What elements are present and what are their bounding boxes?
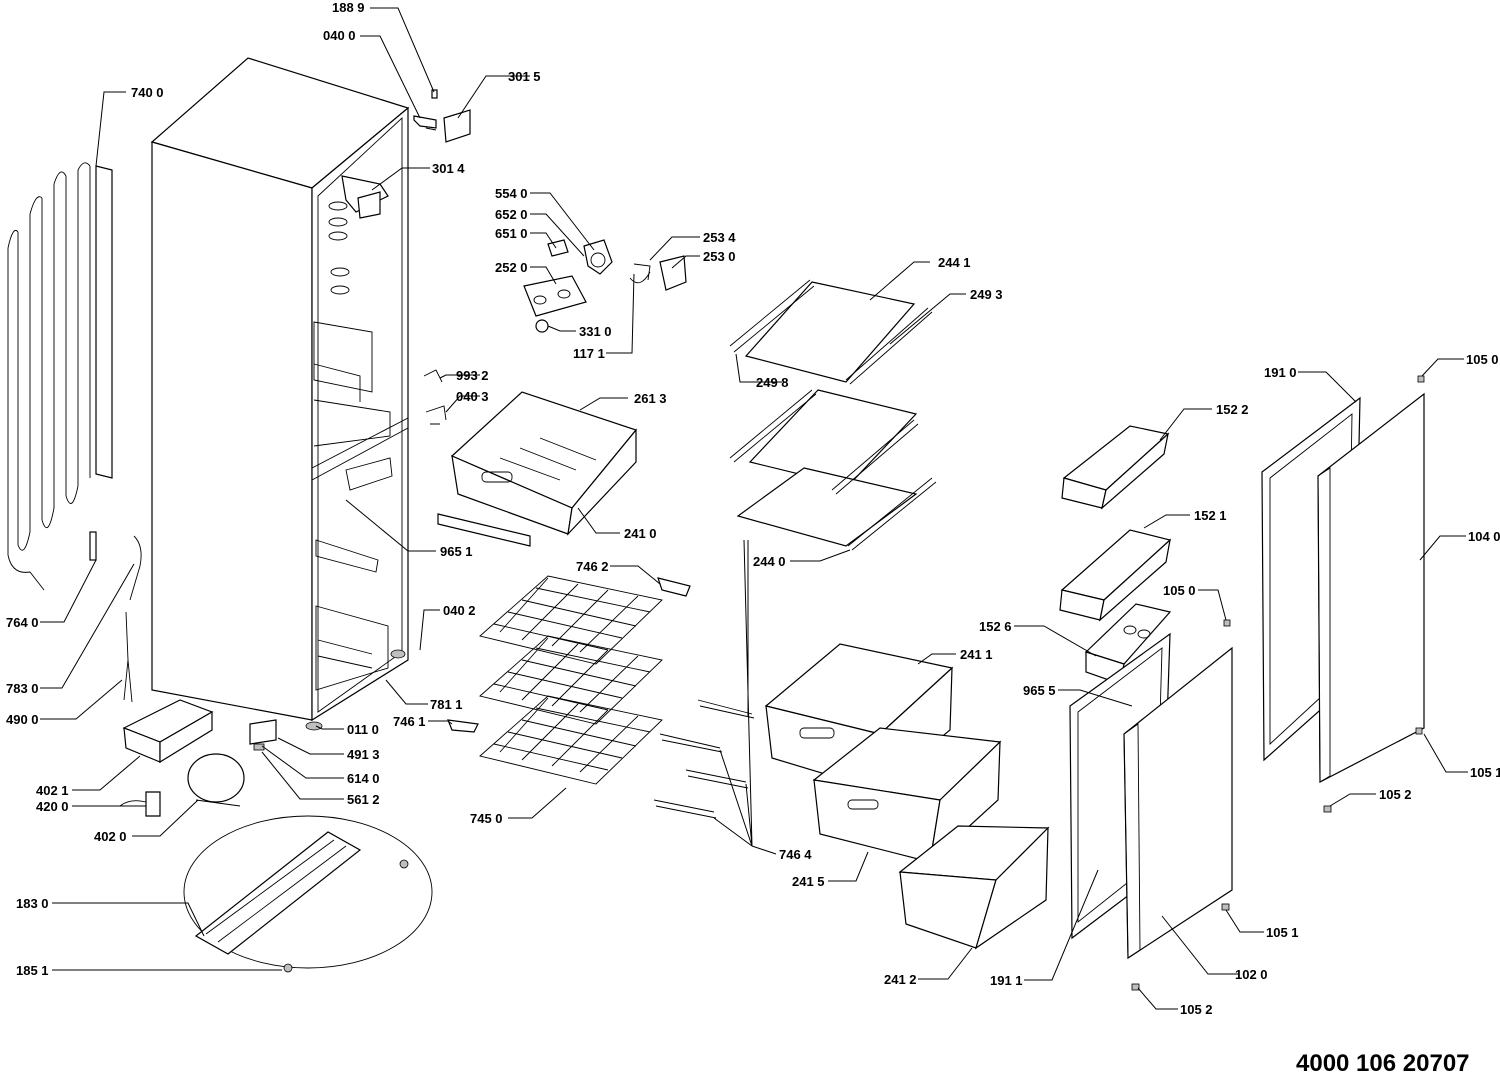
- label-152-2: 152 2: [1216, 402, 1249, 417]
- label-420-0: 420 0: [36, 799, 69, 814]
- label-191-0: 191 0: [1264, 365, 1297, 380]
- label-301-4: 301 4: [432, 161, 465, 176]
- label-745-0: 745 0: [470, 811, 503, 826]
- top-hinge-group: [413, 89, 471, 143]
- power-cord: [123, 611, 133, 703]
- label-011-0: 011 0: [347, 722, 379, 737]
- label-104-0: 104 0: [1468, 529, 1500, 544]
- wire-baskets: [447, 575, 755, 819]
- document-code: 4000 106 20707: [1296, 1050, 1470, 1077]
- hinge-caps: [1131, 375, 1425, 991]
- label-249-8: 249 8: [756, 375, 789, 390]
- label-105-0-mid: 105 0: [1163, 583, 1196, 598]
- foot-011-0: [305, 721, 323, 731]
- refrigerator-cabinet: [150, 57, 410, 722]
- drawer-241-5: [812, 727, 1002, 864]
- door-102-0: [1123, 646, 1233, 960]
- label-652-0: 652 0: [495, 207, 528, 222]
- label-185-1: 185 1: [16, 963, 49, 978]
- drawer-241-2: [898, 825, 1050, 950]
- label-554-0: 554 0: [495, 186, 528, 201]
- label-261-3: 261 3: [634, 391, 667, 406]
- label-105-2-right: 105 2: [1379, 787, 1412, 802]
- compressor-group: [119, 699, 277, 817]
- leader-lines: [40, 7, 1468, 1010]
- freezer-drawer-top: [437, 391, 638, 547]
- label-249-3: 249 3: [970, 287, 1003, 302]
- door-104-0: [1317, 392, 1425, 783]
- label-781-1: 781 1: [430, 697, 463, 712]
- label-965-1: 965 1: [440, 544, 473, 559]
- label-102-0: 102 0: [1235, 967, 1268, 982]
- label-965-5: 965 5: [1023, 683, 1056, 698]
- door-bin-152-1: [1059, 529, 1172, 622]
- label-241-0: 241 0: [624, 526, 657, 541]
- label-152-6: 152 6: [979, 619, 1012, 634]
- label-040-0: 040 0: [323, 28, 356, 43]
- condenser-coil: [7, 162, 113, 591]
- label-614-0: 614 0: [347, 771, 380, 786]
- label-105-2-lower: 105 2: [1180, 1002, 1213, 1017]
- label-183-0: 183 0: [16, 896, 49, 911]
- label-253-0: 253 0: [703, 249, 736, 264]
- label-740-0: 740 0: [131, 85, 164, 100]
- label-241-5: 241 5: [792, 874, 825, 889]
- label-746-4: 746 4: [779, 847, 812, 862]
- label-241-1: 241 1: [960, 647, 993, 662]
- label-331-0: 331 0: [579, 324, 612, 339]
- glass-shelves: [729, 279, 937, 551]
- label-244-0: 244 0: [753, 554, 786, 569]
- label-105-0-top: 105 0: [1466, 352, 1499, 367]
- label-252-0: 252 0: [495, 260, 528, 275]
- label-491-3: 491 3: [347, 747, 380, 762]
- label-764-0: 764 0: [6, 615, 39, 630]
- label-993-2: 993 2: [456, 368, 489, 383]
- label-040-3: 040 3: [456, 389, 489, 404]
- label-490-0: 490 0: [6, 712, 39, 727]
- label-191-1: 191 1: [990, 973, 1023, 988]
- label-152-1: 152 1: [1194, 508, 1227, 523]
- label-244-1: 244 1: [938, 255, 971, 270]
- label-117-1: 117 1: [573, 346, 605, 361]
- label-651-0: 651 0: [495, 226, 528, 241]
- label-402-1: 402 1: [36, 783, 69, 798]
- label-105-1-right: 105 1: [1470, 765, 1500, 780]
- label-783-0: 783 0: [6, 681, 39, 696]
- thermostat-assembly: [523, 239, 687, 333]
- part-labels: 188 9 040 0 301 5 740 0 301 4 554 0 652 …: [6, 0, 1500, 1017]
- label-040-2: 040 2: [443, 603, 476, 618]
- label-241-2: 241 2: [884, 972, 917, 987]
- label-105-1-lower: 105 1: [1266, 925, 1299, 940]
- label-301-5: 301 5: [508, 69, 541, 84]
- door-bin-152-2: [1061, 425, 1170, 510]
- label-188-9: 188 9: [332, 0, 365, 15]
- label-402-0: 402 0: [94, 829, 127, 844]
- label-561-2: 561 2: [347, 792, 380, 807]
- base-plate: [183, 815, 433, 973]
- label-746-2: 746 2: [576, 559, 609, 574]
- label-746-1: 746 1: [393, 714, 426, 729]
- label-253-4: 253 4: [703, 230, 736, 245]
